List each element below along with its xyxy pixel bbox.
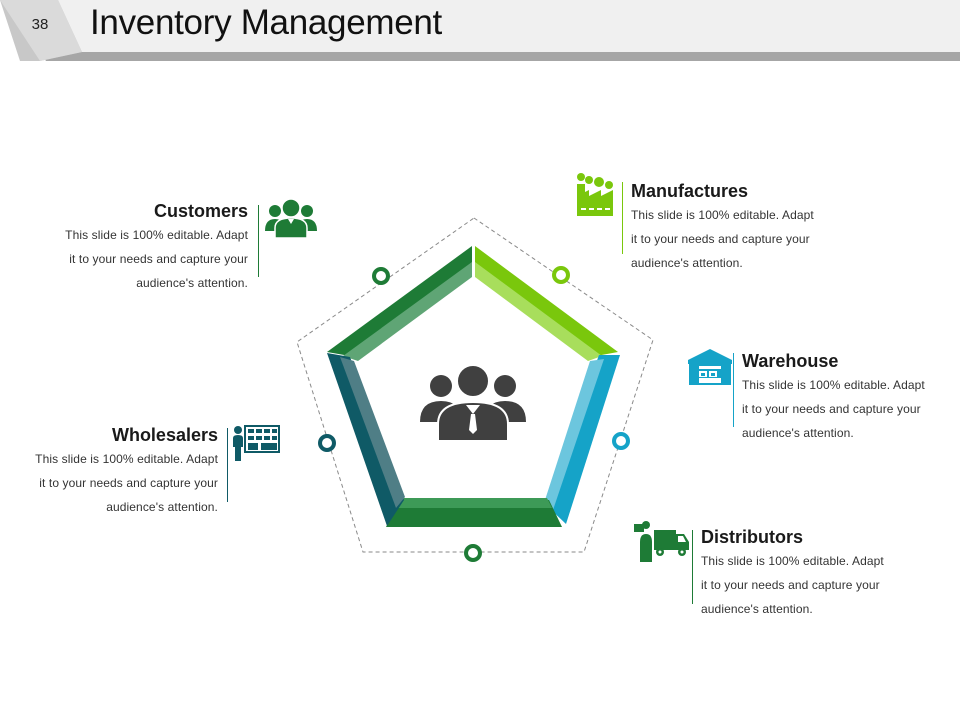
warehouse-title: Warehouse xyxy=(742,351,839,371)
customers-divider xyxy=(258,205,259,277)
warehouse-line-1: This slide is 100% editable. Adapt xyxy=(742,378,925,392)
segment-manufactures xyxy=(475,246,618,361)
warehouse-block: Warehouse This slide is 100% editable. A… xyxy=(742,350,954,445)
manufactures-title: Manufactures xyxy=(631,181,749,201)
wholesalers-line-3: audience's attention. xyxy=(106,500,218,514)
wholesalers-divider xyxy=(227,428,228,502)
wholesalers-block: Wholesalers This slide is 100% editable.… xyxy=(2,424,218,519)
segment-wholesalers xyxy=(327,353,405,526)
warehouse-text: This slide is 100% editable. Adapt it to… xyxy=(742,373,954,445)
wholesalers-text: This slide is 100% editable. Adapt it to… xyxy=(2,447,218,519)
distributors-line-3: audience's attention. xyxy=(701,602,813,616)
distributors-divider xyxy=(692,530,693,604)
slide-header: 38 Inventory Management xyxy=(0,0,960,62)
customers-line-2: it to your needs and capture your xyxy=(69,252,248,266)
slide-number: 38 xyxy=(31,16,49,33)
wholesalers-line-2: it to your needs and capture your xyxy=(39,476,218,490)
wholesalers-title: Wholesalers xyxy=(111,425,218,445)
distributors-block: Distributors This slide is 100% editable… xyxy=(701,526,921,621)
dot-manufactures xyxy=(552,266,570,284)
dot-customers xyxy=(372,267,390,285)
manufactures-block: Manufactures This slide is 100% editable… xyxy=(631,180,851,275)
customers-line-1: This slide is 100% editable. Adapt xyxy=(65,228,248,242)
segment-customers xyxy=(327,246,472,361)
manufactures-divider xyxy=(622,182,623,254)
distributors-title: Distributors xyxy=(701,527,804,547)
people-group-icon xyxy=(420,364,526,442)
warehouse-line-3: audience's attention. xyxy=(742,426,854,440)
distributors-text: This slide is 100% editable. Adapt it to… xyxy=(701,549,921,621)
dot-wholesalers xyxy=(318,434,336,452)
manufactures-line-2: it to your needs and capture your xyxy=(631,232,810,246)
dot-distributors xyxy=(464,544,482,562)
manufactures-text: This slide is 100% editable. Adapt it to… xyxy=(631,203,851,275)
customers-title: Customers xyxy=(153,201,248,221)
customers-block: Customers This slide is 100% editable. A… xyxy=(30,200,248,295)
distributors-line-1: This slide is 100% editable. Adapt xyxy=(701,554,884,568)
customers-line-3: audience's attention. xyxy=(136,276,248,290)
customers-text: This slide is 100% editable. Adapt it to… xyxy=(30,223,248,295)
delivery-truck-icon xyxy=(634,521,689,562)
wholesalers-line-1: This slide is 100% editable. Adapt xyxy=(35,452,218,466)
warehouse-divider xyxy=(733,353,734,427)
header-bar xyxy=(0,0,960,61)
segment-distributors xyxy=(386,498,562,527)
warehouse-line-2: it to your needs and capture your xyxy=(742,402,921,416)
dot-warehouse xyxy=(612,432,630,450)
manufactures-line-1: This slide is 100% editable. Adapt xyxy=(631,208,814,222)
segment-warehouse xyxy=(545,355,620,524)
wholesaler-store-icon xyxy=(233,425,280,461)
factory-icon xyxy=(577,173,613,216)
warehouse-icon xyxy=(688,349,732,385)
page-title: Inventory Management xyxy=(90,3,442,42)
distributors-line-2: it to your needs and capture your xyxy=(701,578,880,592)
manufactures-line-3: audience's attention. xyxy=(631,256,743,270)
customers-icon xyxy=(265,198,317,239)
